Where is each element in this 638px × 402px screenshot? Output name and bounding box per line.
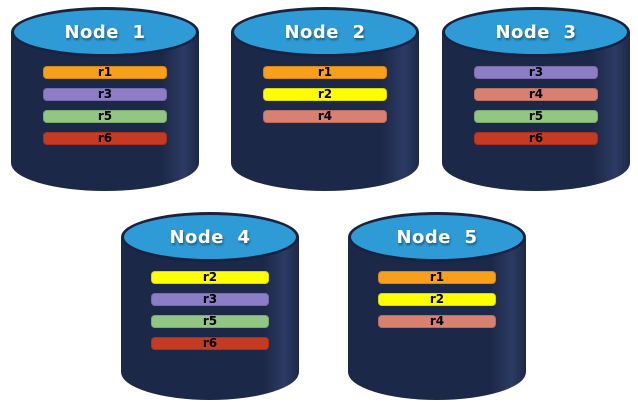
replica-label: r4	[317, 109, 333, 123]
node-cylinder: Node 5 r1 r2 r4	[348, 212, 526, 400]
replica-label: r4	[429, 314, 445, 328]
replica-bar: r6	[42, 131, 168, 145]
node-title: Node 4	[169, 226, 251, 248]
replica-list: r1 r2 r4	[378, 270, 496, 328]
replica-list: r1 r2 r4	[262, 65, 388, 123]
replica-label: r5	[202, 314, 218, 328]
replica-bar: r1	[262, 65, 388, 79]
node-title: Node 3	[495, 21, 577, 43]
replica-bar: r2	[262, 87, 388, 101]
node-cylinder: Node 1 r1 r3 r5 r6	[11, 7, 199, 191]
replica-bar: r3	[151, 292, 269, 306]
node-title: Node 2	[284, 21, 366, 43]
node-cylinder: Node 2 r1 r2 r4	[231, 7, 419, 191]
replica-list: r2 r3 r5 r6	[151, 270, 269, 350]
cylinder-top-ellipse: Node 5	[348, 212, 526, 262]
replica-label: r6	[97, 131, 113, 145]
replica-bar: r3	[473, 65, 599, 79]
node-cylinder: Node 3 r3 r4 r5 r6	[442, 7, 630, 191]
cylinder-top-ellipse: Node 2	[231, 7, 419, 57]
replica-bar: r2	[378, 292, 496, 306]
cylinder-top-ellipse: Node 1	[11, 7, 199, 57]
replica-bar: r2	[151, 270, 269, 284]
replica-label: r4	[528, 87, 544, 101]
replica-bar: r1	[42, 65, 168, 79]
replica-bar: r6	[151, 336, 269, 350]
replica-bar: r5	[151, 314, 269, 328]
replica-label: r3	[97, 87, 113, 101]
replica-bar: r5	[473, 109, 599, 123]
replica-label: r2	[317, 87, 333, 101]
replica-bar: r5	[42, 109, 168, 123]
replica-label: r3	[202, 292, 218, 306]
replica-list: r1 r3 r5 r6	[42, 65, 168, 145]
replica-bar: r4	[473, 87, 599, 101]
cylinder-top-ellipse: Node 3	[442, 7, 630, 57]
replica-label: r3	[528, 65, 544, 79]
node-title: Node 1	[64, 21, 146, 43]
replica-label: r2	[202, 270, 218, 284]
replica-label: r5	[97, 109, 113, 123]
replica-label: r1	[429, 270, 445, 284]
replica-label: r1	[97, 65, 113, 79]
node-cylinder: Node 4 r2 r3 r5 r6	[121, 212, 299, 400]
replica-bar: r1	[378, 270, 496, 284]
replica-bar: r4	[262, 109, 388, 123]
replica-label: r6	[202, 336, 218, 350]
replica-label: r1	[317, 65, 333, 79]
replica-label: r6	[528, 131, 544, 145]
replica-bar: r4	[378, 314, 496, 328]
node-title: Node 5	[396, 226, 478, 248]
replica-label: r5	[528, 109, 544, 123]
replica-bar: r3	[42, 87, 168, 101]
replica-label: r2	[429, 292, 445, 306]
cylinder-top-ellipse: Node 4	[121, 212, 299, 262]
replica-list: r3 r4 r5 r6	[473, 65, 599, 145]
replica-bar: r6	[473, 131, 599, 145]
